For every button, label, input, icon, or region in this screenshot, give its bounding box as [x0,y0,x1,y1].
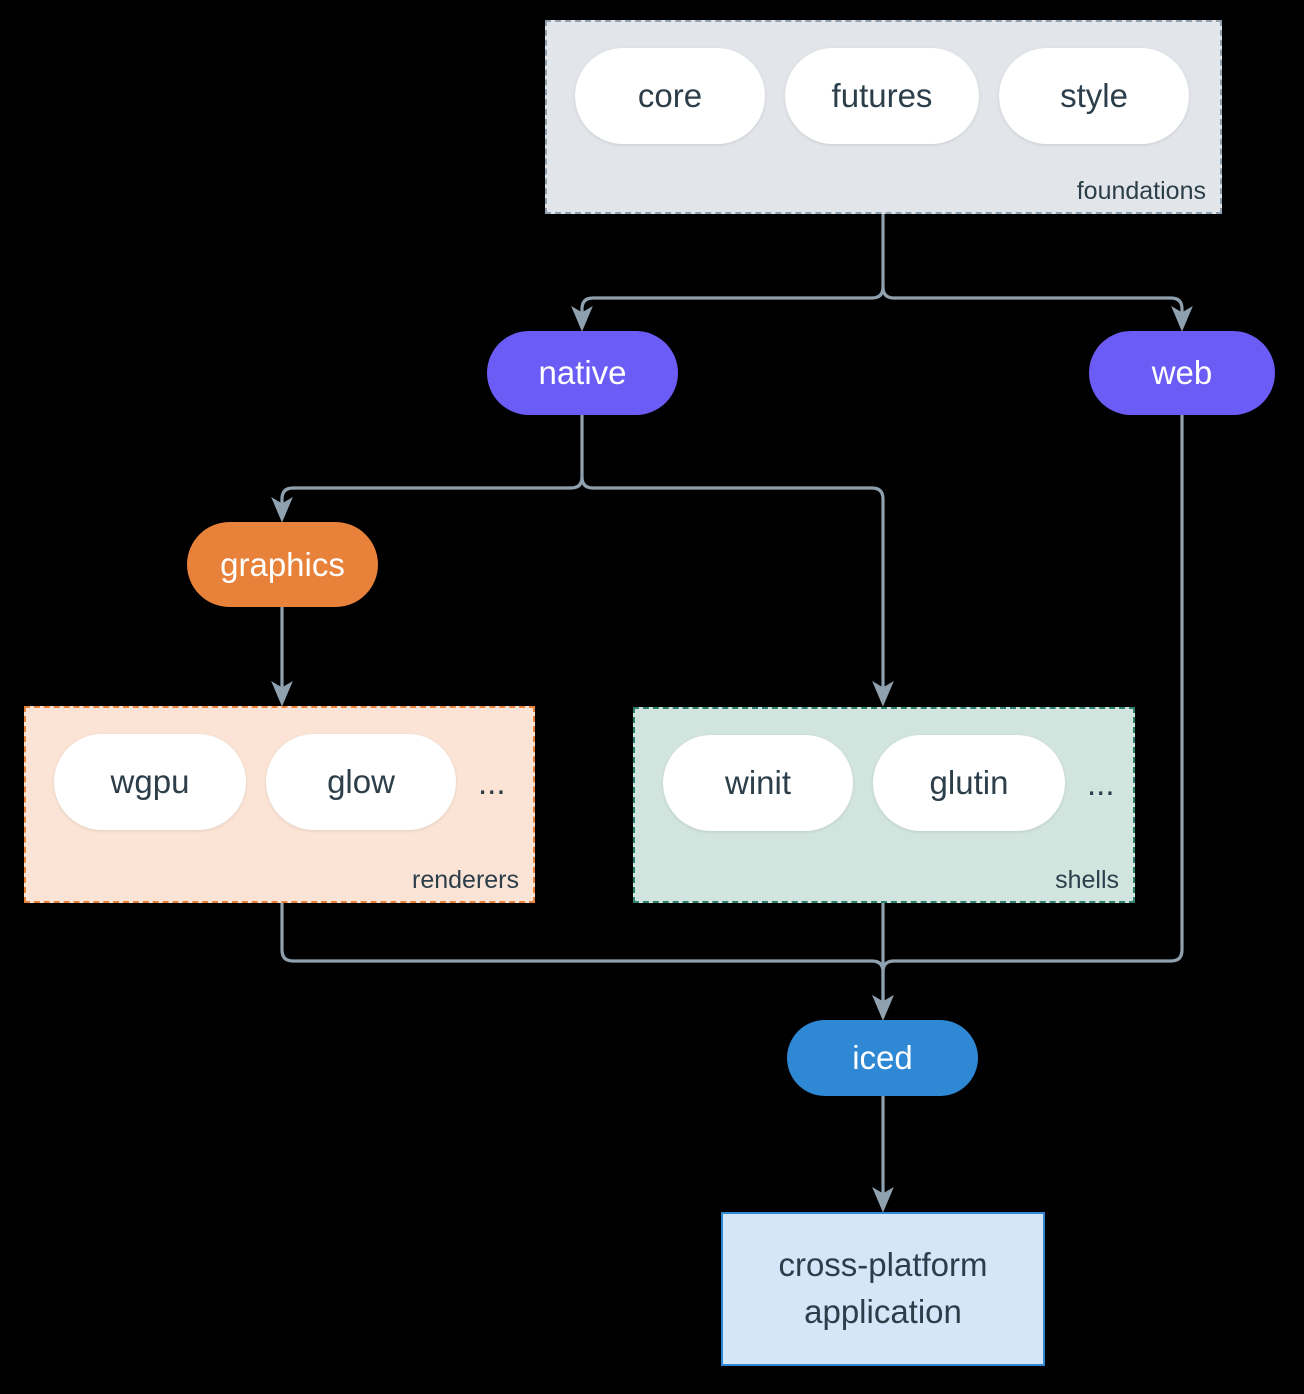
edge-renderers-to-iced [280,901,894,1021]
pill-futures[interactable]: futures [785,48,979,144]
node-graphics[interactable]: graphics [187,522,378,607]
node-native[interactable]: native [487,331,678,415]
group-foundations: core futures style foundations [545,20,1222,214]
pill-glutin[interactable]: glutin [873,735,1065,831]
group-label-shells: shells [1055,866,1119,894]
pill-style[interactable]: style [999,48,1189,144]
shells-overflow-ellipsis: ... [1087,764,1115,802]
group-label-renderers: renderers [412,866,519,894]
pill-core[interactable]: core [575,48,765,144]
edge-foundations-to-web [881,285,1193,332]
pill-wgpu[interactable]: wgpu [54,734,246,830]
renderers-overflow-ellipsis: ... [478,763,506,801]
edge-foundations-split [571,212,885,332]
node-web[interactable]: web [1089,331,1275,415]
node-iced[interactable]: iced [787,1020,978,1096]
group-shells: winit glutin ... shells [633,707,1135,903]
group-renderers: wgpu glow ... renderers [24,706,535,903]
foundations-items: core futures style [575,48,1189,144]
pill-winit[interactable]: winit [663,735,853,831]
app-label-line1: cross-platform [778,1246,988,1284]
edge-native-to-shells [580,475,894,707]
app-label-line2: application [804,1293,962,1330]
node-cross-platform-application[interactable]: cross-platform application [721,1212,1045,1366]
shells-items: winit glutin ... [663,735,1115,831]
edge-native-to-graphics [271,413,584,523]
group-label-foundations: foundations [1076,177,1206,205]
renderers-items: wgpu glow ... [54,734,506,830]
pill-glow[interactable]: glow [266,734,456,830]
